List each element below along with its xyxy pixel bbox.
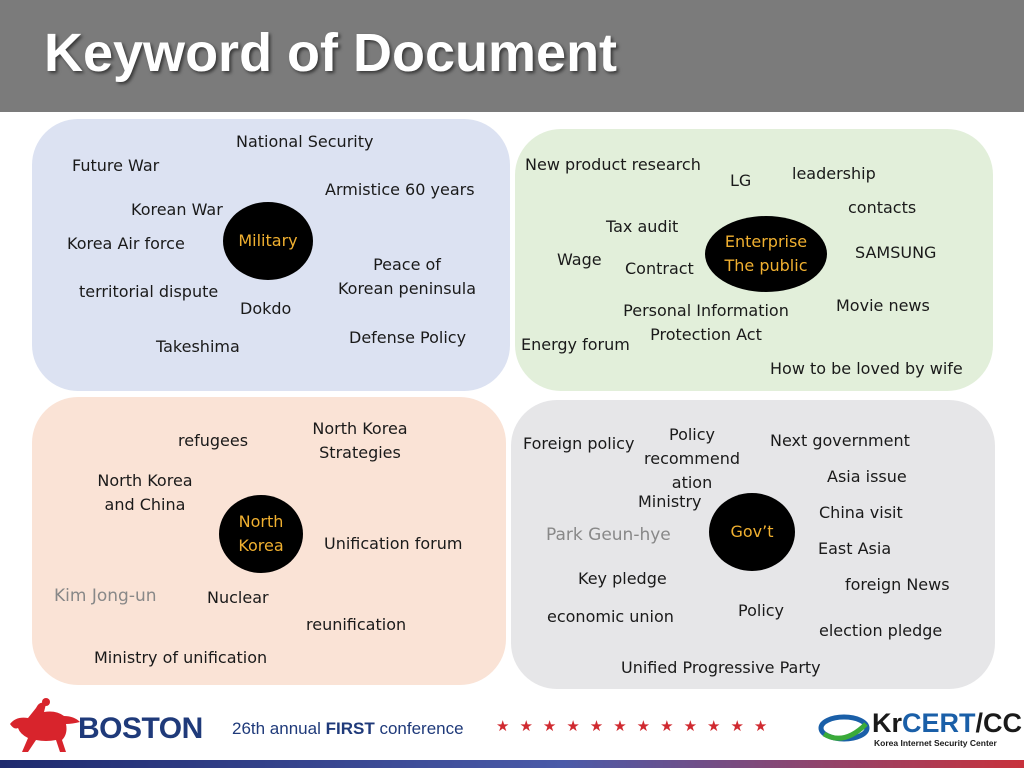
- keyword: Unification forum: [324, 534, 463, 553]
- keyword-line: North Korea: [312, 419, 408, 438]
- event-name: BOSTON: [78, 712, 203, 745]
- keyword: contacts: [848, 198, 917, 217]
- keyword: Tax audit: [606, 217, 679, 236]
- keyword-line: Policy: [668, 425, 716, 444]
- org-cert: CERT: [902, 708, 976, 738]
- keyword: leadership: [792, 164, 876, 183]
- keyword-line: Korean peninsula: [337, 279, 477, 298]
- stars-decoration: ★★★★★★★★★★★★: [496, 717, 778, 735]
- org-kr: Kr: [872, 708, 903, 738]
- keyword: Next government: [770, 431, 910, 450]
- keyword: Dokdo: [240, 299, 292, 318]
- keyword: territorial dispute: [79, 282, 219, 301]
- keyword: Park Geun-hye: [546, 525, 671, 545]
- keyword: Korean War: [131, 200, 223, 219]
- page-title: Keyword of Document: [44, 23, 618, 83]
- keyword: Peace of Korean peninsula: [330, 253, 484, 301]
- keyword: election pledge: [819, 621, 943, 640]
- keyword-line: Strategies: [319, 443, 401, 462]
- org-subtitle: Korea Internet Security Center: [874, 738, 997, 748]
- krcert-swoosh-icon: [818, 714, 870, 742]
- footer: [0, 690, 1024, 768]
- org-cc: /CC: [975, 708, 1023, 738]
- keyword: Movie news: [836, 296, 930, 315]
- military-hub: Military: [223, 202, 313, 280]
- keyword: refugees: [178, 431, 249, 450]
- enterprise-hub: Enterprise The public: [705, 216, 827, 292]
- keyword: Foreign policy: [523, 434, 635, 453]
- gov-hub-label: Gov’t: [730, 522, 774, 541]
- keyword: East Asia: [818, 539, 892, 558]
- keyword: Unified Progressive Party: [621, 658, 821, 677]
- keyword: Nuclear: [207, 588, 269, 607]
- keyword-line: recommend: [644, 449, 740, 468]
- keyword: China visit: [819, 503, 903, 522]
- keyword: Ministry: [638, 492, 702, 511]
- keyword-line: Personal Information: [623, 301, 789, 320]
- keyword: Armistice 60 years: [325, 180, 475, 199]
- horse-rider-logo-icon: [10, 698, 80, 752]
- conference-prefix: 26th annual: [232, 719, 321, 738]
- gov-hub: Gov’t: [709, 493, 795, 571]
- keyword-line: ation: [671, 473, 713, 492]
- keyword-line: and China: [104, 495, 186, 514]
- keyword: Future War: [72, 156, 160, 175]
- military-hub-label: Military: [238, 231, 298, 250]
- keyword: Policy: [738, 601, 785, 620]
- keyword: Key pledge: [578, 569, 667, 588]
- keyword: foreign News: [845, 575, 950, 594]
- keyword-line: North Korea: [97, 471, 193, 490]
- keyword: Ministry of unification: [94, 648, 268, 667]
- keyword: Contract: [625, 259, 694, 278]
- conference-label: 26th annual FIRST conference: [232, 719, 464, 739]
- keyword: North Korea Strategies: [300, 417, 420, 465]
- keyword: Asia issue: [827, 467, 907, 486]
- keyword: Kim Jong-un: [54, 586, 157, 606]
- keyword: Takeshima: [156, 337, 240, 356]
- keyword: New product research: [525, 155, 701, 174]
- keyword: North Korea and China: [90, 469, 200, 517]
- conference-bold: FIRST: [325, 719, 375, 738]
- footer-bar: [0, 760, 1024, 768]
- keyword: reunification: [306, 615, 407, 634]
- keyword: Policy recommend ation: [636, 423, 748, 495]
- keyword: Korea Air force: [67, 234, 185, 253]
- keyword: National Security: [236, 132, 374, 151]
- keyword: Wage: [557, 250, 602, 269]
- title-bar: Keyword of Document: [0, 0, 1024, 112]
- keyword: Personal Information Protection Act: [616, 299, 796, 347]
- org-logo-text: KrCERT/CC: [872, 708, 1022, 739]
- enterprise-hub-label: The public: [724, 256, 808, 275]
- keyword: economic union: [547, 607, 674, 626]
- conference-suffix: conference: [379, 719, 464, 738]
- keyword-line: Protection Act: [650, 325, 762, 344]
- keyword: Defense Policy: [349, 328, 467, 347]
- north-korea-hub: North Korea: [219, 495, 303, 573]
- keyword: SAMSUNG: [855, 243, 937, 262]
- keyword: Energy forum: [521, 335, 630, 354]
- enterprise-hub-label: Enterprise: [724, 232, 808, 251]
- keyword-line: Peace of: [373, 255, 441, 274]
- north-korea-hub-label: Korea: [238, 536, 284, 555]
- north-korea-hub-label: North: [238, 512, 284, 531]
- keyword: LG: [730, 171, 752, 190]
- keyword: How to be loved by wife: [770, 359, 963, 378]
